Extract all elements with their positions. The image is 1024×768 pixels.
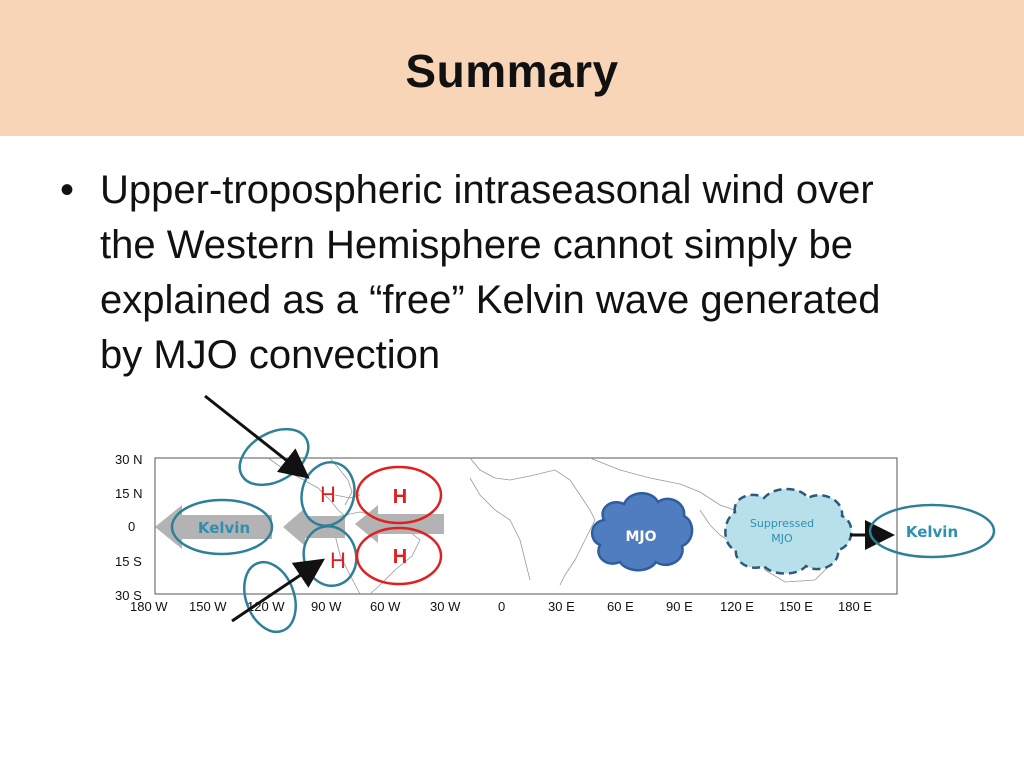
lon-label: 180 E	[838, 599, 872, 614]
lon-labels: 180 W 150 W 120 W 90 W 60 W 30 W 0 30 E …	[130, 599, 872, 614]
mjo-cloud	[591, 492, 694, 572]
lat-label: 30 S	[115, 588, 142, 603]
lat-label: 15 S	[115, 554, 142, 569]
grey-arrow-middle	[283, 508, 345, 546]
lon-label: 90 W	[311, 599, 342, 614]
slide-title: Summary	[405, 45, 619, 97]
lon-label: 60 E	[607, 599, 634, 614]
h-bottom-label: H	[330, 548, 346, 573]
kelvin-left-label: Kelvin	[198, 519, 250, 537]
kelvin-right-label: Kelvin	[906, 523, 958, 541]
lon-label: 150 W	[189, 599, 227, 614]
lon-label: 0	[498, 599, 505, 614]
kelvin-arrow-left	[155, 505, 272, 549]
red-h-top-ellipse	[355, 465, 443, 525]
lon-label: 60 W	[370, 599, 401, 614]
kelvin-right-ellipse	[868, 503, 996, 559]
pointer-arrow-top	[204, 394, 310, 479]
mjo-label: MJO	[625, 529, 656, 545]
h-top-label: H	[320, 482, 336, 507]
lon-label: 30 W	[430, 599, 461, 614]
suppressed-label-line2: MJO	[771, 532, 793, 545]
lon-label: 90 E	[666, 599, 693, 614]
lat-labels: 30 N 15 N 0 15 S 30 S	[115, 452, 142, 603]
red-h-top-label: H	[393, 486, 407, 508]
lon-label: 30 E	[548, 599, 575, 614]
lon-label: 120 E	[720, 599, 754, 614]
lon-label: 150 E	[779, 599, 813, 614]
suppressed-mjo-cloud	[724, 487, 853, 575]
kelvin-left-ellipse	[170, 498, 274, 556]
lat-label: 15 N	[115, 486, 142, 501]
lat-label: 0	[128, 519, 135, 534]
bullet-text: Upper-tropospheric intraseasonal wind ov…	[100, 168, 881, 377]
lat-label: 30 N	[115, 452, 142, 467]
lon-label: 180 W	[130, 599, 168, 614]
red-h-bottom-label: H	[393, 546, 407, 568]
bullet-marker: •	[60, 168, 75, 212]
pointer-arrow-bottom	[231, 558, 325, 623]
red-h-bottom-ellipse	[355, 526, 443, 586]
title-bar	[0, 0, 1024, 136]
h-top-ellipse	[300, 461, 356, 527]
lower-left-ellipse	[243, 560, 297, 634]
westward-arrows	[155, 505, 444, 549]
suppressed-label-line1: Suppressed	[750, 517, 814, 530]
